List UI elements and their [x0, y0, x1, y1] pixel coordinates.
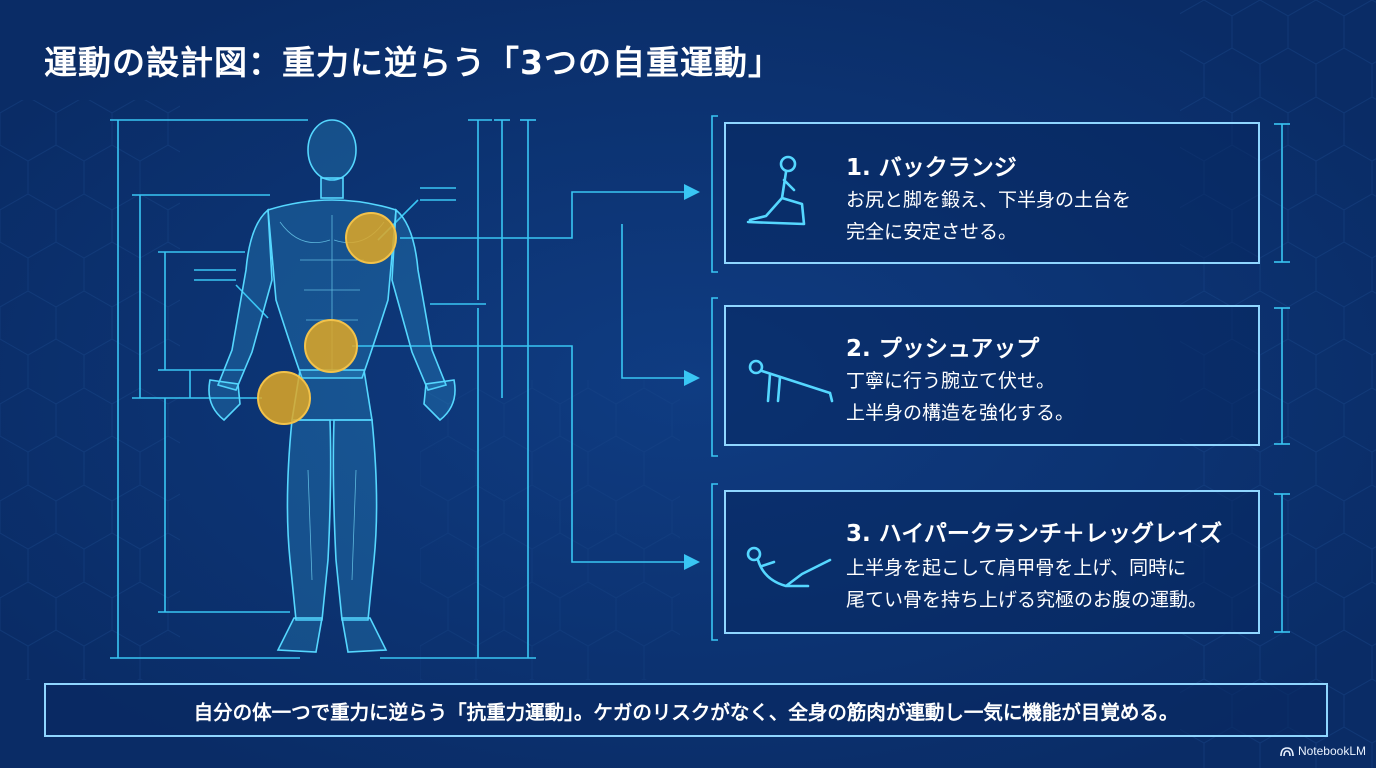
pushup-icon: [748, 359, 834, 403]
human-body-icon: [208, 119, 456, 653]
exercise-description: 上半身を起こして肩甲骨を上げ、同時に 尾てい骨を持ち上げる究極のお腹の運動。: [846, 557, 1208, 611]
exercise-description: お尻と脚を鍛え、下半身の土台を 完全に安定させる。: [846, 189, 1132, 243]
exercise-card-1: 1. バックランジ お尻と脚を鍛え、下半身の土台を 完全に安定させる。: [724, 122, 1260, 264]
abdomen-highlight: [304, 319, 358, 373]
notebooklm-icon: [1280, 747, 1294, 757]
arrow-right-icon: [684, 184, 700, 200]
brand-logo: NotebookLM: [1280, 744, 1366, 758]
connector-line: [400, 191, 694, 239]
exercise-card-3: 3. ハイパークランチ＋レッグレイズ 上半身を起こして肩甲骨を上げ、同時に 尾て…: [724, 490, 1260, 634]
connector-line: [621, 224, 694, 379]
exercise-title: 1. バックランジ: [846, 155, 1017, 181]
lunge-icon: [746, 155, 806, 226]
summary-text: 自分の体一つで重力に逆らう「抗重力運動」。ケガのリスクがなく、全身の筋肉が連動し…: [193, 700, 1179, 724]
chest-highlight: [345, 212, 397, 264]
brand-name: NotebookLM: [1297, 744, 1366, 758]
crunch-icon: [746, 546, 832, 588]
exercise-description: 丁寧に行う腕立て伏せ。 上半身の構造を強化する。: [846, 370, 1075, 424]
hip-highlight: [257, 371, 311, 425]
exercise-title: 2. プッシュアップ: [846, 336, 1040, 362]
connector-line: [352, 345, 694, 563]
summary-banner: 自分の体一つで重力に逆らう「抗重力運動」。ケガのリスクがなく、全身の筋肉が連動し…: [44, 683, 1328, 737]
arrow-right-icon: [684, 554, 700, 570]
arrow-right-icon: [684, 370, 700, 386]
page-title: 運動の設計図：重力に逆らう「3つの自重運動」: [44, 43, 782, 82]
exercise-card-2: 2. プッシュアップ 丁寧に行う腕立て伏せ。 上半身の構造を強化する。: [724, 305, 1260, 446]
exercise-title: 3. ハイパークランチ＋レッグレイズ: [846, 521, 1223, 547]
